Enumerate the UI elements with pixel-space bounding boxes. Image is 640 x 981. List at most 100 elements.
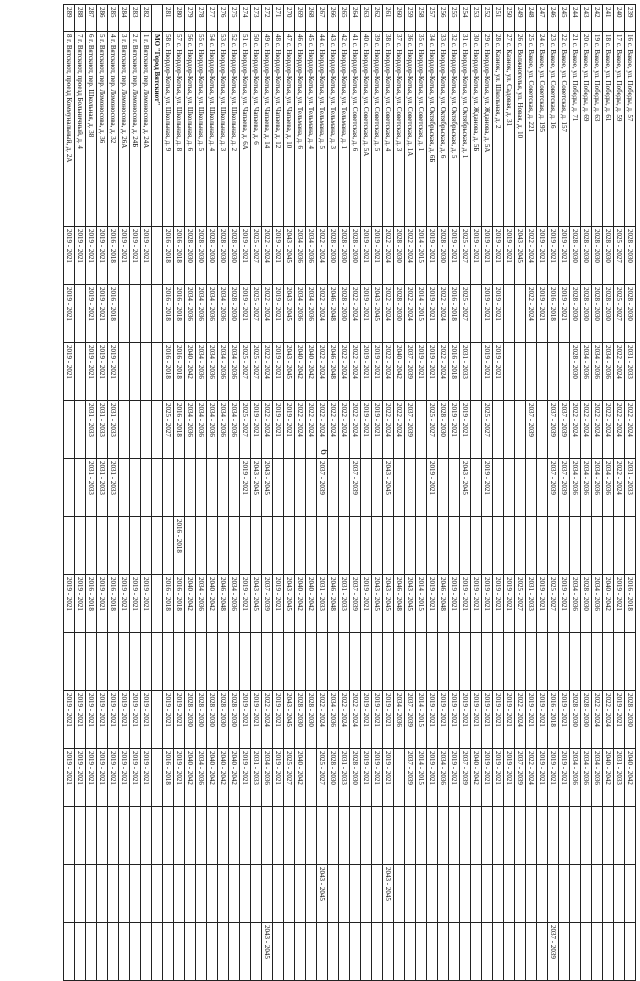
period-cell bbox=[437, 458, 449, 517]
period-cell: 2019 - 2021 bbox=[503, 690, 515, 749]
period-cell: 2019 - 2021 bbox=[415, 342, 427, 401]
period-cell bbox=[272, 806, 284, 865]
period-cell: 2046 - 2048 bbox=[327, 574, 339, 633]
period-cell: 2022 - 2024 bbox=[316, 690, 328, 749]
address-cell: 16 с. Вакое, ул. Победы, д. 57 bbox=[624, 31, 636, 227]
period-cell bbox=[426, 516, 438, 575]
period-cell bbox=[305, 806, 317, 865]
period-cell: 2022 - 2024 bbox=[261, 226, 273, 285]
period-cell: 2019 - 2021 bbox=[459, 574, 471, 633]
period-cell: 2031 - 2033 bbox=[459, 342, 471, 401]
period-cell bbox=[162, 864, 174, 923]
period-cell: 2019 - 2021 bbox=[74, 748, 86, 807]
period-cell bbox=[558, 922, 570, 981]
period-cell: 2028 - 2030 bbox=[217, 690, 229, 749]
address-cell: 17 с. Вакое, ул. Победы, д. 59 bbox=[613, 31, 625, 227]
period-cell bbox=[470, 284, 482, 343]
row-number-cell: 283 bbox=[129, 4, 141, 32]
period-cell: 2034 - 2036 bbox=[294, 284, 306, 343]
period-cell: 2034 - 2036 bbox=[206, 284, 218, 343]
period-cell: 2014 - 2015 bbox=[415, 748, 427, 807]
period-cell: 2028 - 2030 bbox=[624, 284, 636, 343]
address-cell: 42 с. Нюрдор-Котья, ул. Тельмана, д. 1 bbox=[338, 31, 350, 227]
period-cell bbox=[448, 632, 460, 691]
period-cell: 2019 - 2021 bbox=[63, 574, 75, 633]
period-cell: 2025 - 2027 bbox=[613, 284, 625, 343]
period-cell: 2022 - 2024 bbox=[613, 400, 625, 459]
period-cell: 2037 - 2039 bbox=[404, 748, 416, 807]
address-cell: 47 с. Нюрдор-Котья, ул. Чапаева, д. 10 bbox=[283, 31, 295, 227]
period-cell: 2022 - 2024 bbox=[294, 400, 306, 459]
period-cell bbox=[514, 632, 526, 691]
period-cell bbox=[580, 516, 592, 575]
period-cell: 2022 - 2024 bbox=[349, 400, 361, 459]
period-cell: 2028 - 2030 bbox=[393, 284, 405, 343]
row-number-cell: 242 bbox=[591, 4, 603, 32]
period-cell bbox=[448, 458, 460, 517]
period-cell bbox=[217, 458, 229, 517]
period-cell bbox=[415, 632, 427, 691]
row-number-cell: 273 bbox=[250, 4, 262, 32]
period-cell: 2019 - 2021 bbox=[74, 690, 86, 749]
period-cell: 2022 - 2024 bbox=[305, 400, 317, 459]
period-cell bbox=[393, 632, 405, 691]
period-cell bbox=[151, 284, 163, 343]
period-cell: 2016 - 2018 bbox=[162, 284, 174, 343]
period-cell: 2019 - 2021 bbox=[129, 748, 141, 807]
row-number-cell: 284 bbox=[118, 4, 130, 32]
period-cell bbox=[360, 922, 372, 981]
period-cell: 2028 - 2030 bbox=[195, 226, 207, 285]
period-cell bbox=[481, 516, 493, 575]
period-cell: 2019 - 2021 bbox=[129, 226, 141, 285]
period-cell bbox=[536, 922, 548, 981]
period-cell bbox=[470, 516, 482, 575]
period-cell bbox=[63, 806, 75, 865]
period-cell bbox=[338, 516, 350, 575]
period-cell bbox=[195, 632, 207, 691]
period-cell bbox=[371, 922, 383, 981]
period-cell: 2019 - 2021 bbox=[470, 226, 482, 285]
row-number-cell: 245 bbox=[558, 4, 570, 32]
period-cell: 2019 - 2021 bbox=[426, 574, 438, 633]
period-cell bbox=[514, 516, 526, 575]
period-cell: 2034 - 2036 bbox=[393, 690, 405, 749]
period-cell bbox=[85, 922, 97, 981]
period-cell: 2025 - 2027 bbox=[459, 284, 471, 343]
period-cell bbox=[162, 516, 174, 575]
period-cell: 2040 - 2042 bbox=[217, 748, 229, 807]
address-cell: 29 с. Нюрдор-Котья, ул. Жданова, д. 5А bbox=[481, 31, 493, 227]
period-cell bbox=[349, 922, 361, 981]
period-cell: 2014 - 2015 bbox=[415, 690, 427, 749]
row-number-cell: 254 bbox=[459, 4, 471, 32]
row-number-cell: 263 bbox=[360, 4, 372, 32]
period-cell bbox=[74, 922, 86, 981]
period-cell bbox=[206, 632, 218, 691]
period-cell bbox=[393, 922, 405, 981]
period-cell: 2040 - 2042 bbox=[184, 342, 196, 401]
address-cell: 38 с. Нюрдор-Котья, ул. Советская, д. 4 bbox=[382, 31, 394, 227]
period-cell bbox=[228, 632, 240, 691]
period-cell: 2019 - 2021 bbox=[613, 574, 625, 633]
period-cell: 2022 - 2024 bbox=[338, 342, 350, 401]
period-cell: 2034 - 2036 bbox=[305, 284, 317, 343]
row-number-cell: 256 bbox=[437, 4, 449, 32]
period-cell: 2022 - 2024 bbox=[382, 284, 394, 343]
period-cell bbox=[151, 632, 163, 691]
period-cell bbox=[173, 864, 185, 923]
period-cell bbox=[536, 632, 548, 691]
period-cell bbox=[162, 632, 174, 691]
period-cell bbox=[140, 400, 152, 459]
period-cell: 2019 - 2021 bbox=[547, 226, 559, 285]
row-number-cell: 241 bbox=[602, 4, 614, 32]
period-cell: 2022 - 2024 bbox=[327, 400, 339, 459]
address-cell: 6 г. Вятскиот, пер. Школьная, д. 38 bbox=[85, 31, 97, 227]
period-cell: 2019 - 2021 bbox=[360, 574, 372, 633]
period-cell bbox=[272, 516, 284, 575]
address-cell: 20 с. Вакое, ул. Победы, д. 69 bbox=[580, 31, 592, 227]
row-number-cell: 280 bbox=[173, 4, 185, 32]
period-cell bbox=[503, 400, 515, 459]
